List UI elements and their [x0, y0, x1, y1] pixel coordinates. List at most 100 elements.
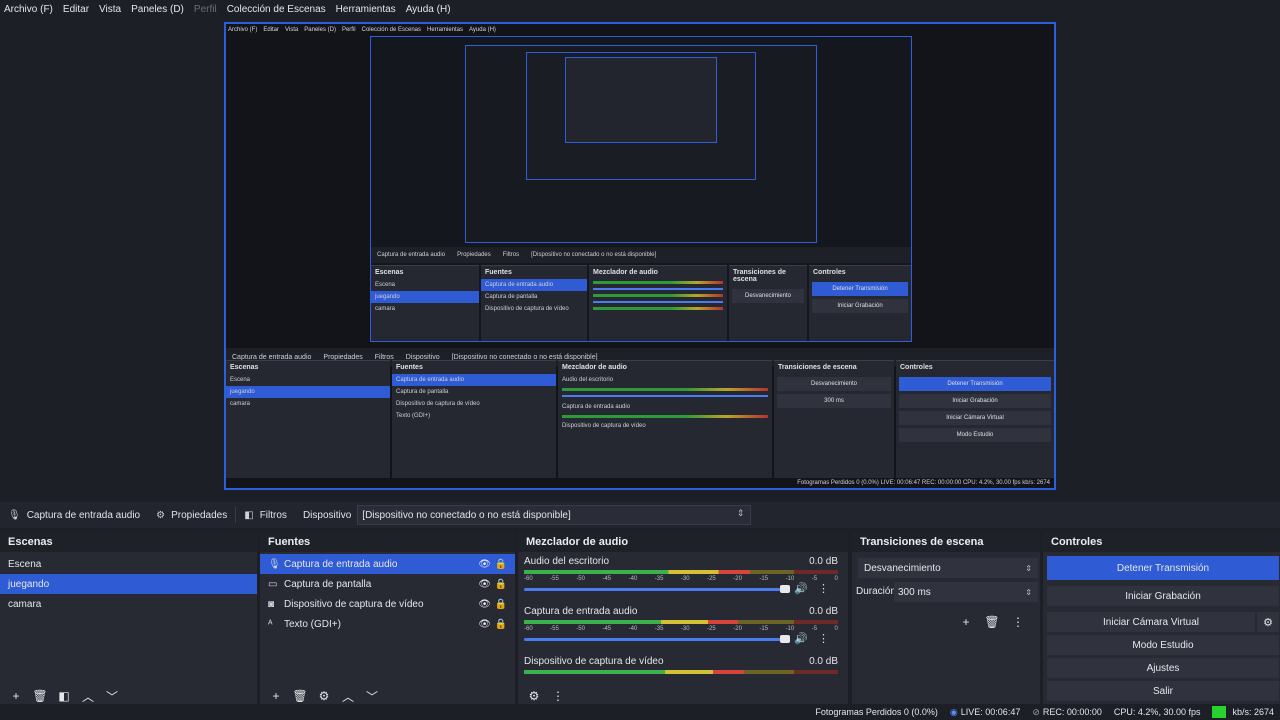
scenes-dock-title: Escenas	[0, 532, 257, 552]
gear-icon[interactable]: ⚙	[1257, 612, 1279, 632]
audio-mixer-title: Mezclador de audio	[518, 532, 848, 552]
scale-tick: -30	[680, 626, 690, 632]
eye-icon[interactable]: 👁	[478, 578, 491, 590]
gear-icon[interactable]: ⚙	[528, 689, 540, 703]
trash-icon[interactable]: 🗑	[292, 689, 308, 703]
eye-icon[interactable]: 👁	[478, 598, 491, 610]
add-icon[interactable]: +	[272, 689, 280, 703]
eye-icon[interactable]: 👁	[478, 618, 491, 630]
duration-value: 300 ms	[898, 586, 931, 598]
preview-mini-meter	[593, 281, 723, 284]
rec-time: REC: 00:00:00	[1042, 707, 1102, 717]
menu-bar: Archivo (F) Editar Vista Paneles (D) Per…	[0, 0, 1280, 18]
more-options-icon[interactable]: ⋮	[818, 583, 829, 595]
audio-mixer-body: Audio del escritorio 0.0 dB -60-55-50-45…	[518, 554, 848, 712]
preview-canvas[interactable]: Archivo (F) Editar Vista Paneles (D) Per…	[224, 22, 1056, 490]
start-virtual-camera-button[interactable]: Iniciar Cámara Virtual	[1047, 612, 1255, 632]
cpu-status: CPU: 4.2%, 30.00 fps	[1113, 707, 1201, 717]
trash-icon[interactable]: 🗑	[32, 689, 48, 703]
scale-tick: -5	[811, 626, 818, 632]
preview-inner-menu-item: Vista	[285, 27, 299, 33]
chevron-up-icon[interactable]: ︿	[81, 689, 94, 704]
preview-mini-filters: Filtros	[502, 252, 520, 258]
exit-button[interactable]: Salir	[1047, 681, 1279, 701]
speaker-icon[interactable]: 🔊	[794, 583, 808, 595]
stop-streaming-button[interactable]: Detener Transmisión	[1047, 556, 1279, 580]
trash-icon[interactable]: 🗑	[984, 615, 1000, 629]
volume-slider-handle[interactable]	[780, 585, 790, 593]
preview-mini-properties: Propiedades	[457, 252, 491, 258]
transition-select[interactable]: Desvanecimiento ⇕	[858, 558, 1038, 578]
scene-item[interactable]: juegando	[0, 574, 257, 594]
speaker-icon[interactable]: 🔊	[794, 633, 808, 645]
filters-button[interactable]: ◧ Filtros	[236, 502, 295, 528]
menu-ayuda[interactable]: Ayuda (H)	[405, 3, 451, 15]
preview-inner-source: Texto (GDI+)	[396, 413, 431, 419]
device-select[interactable]: [Dispositivo no conectado o no está disp…	[357, 505, 752, 525]
settings-button[interactable]: Ajustes	[1047, 658, 1279, 678]
scale-tick: -40	[628, 576, 638, 582]
lock-icon[interactable]: 🔒	[494, 618, 507, 630]
source-item-label: Dispositivo de captura de vídeo	[284, 598, 424, 610]
menu-herramientas[interactable]: Herramientas	[335, 3, 396, 15]
mixer-channel: Audio del escritorio 0.0 dB -60-55-50-45…	[518, 554, 848, 604]
volume-slider-handle[interactable]	[780, 635, 790, 643]
scene-transitions-title: Transiciones de escena	[852, 532, 1040, 552]
start-recording-button[interactable]: Iniciar Grabación	[1047, 586, 1279, 606]
selected-source-name: Captura de entrada audio	[26, 509, 141, 521]
preview-mini-transitions: Transiciones de escena Desvanecimiento	[729, 265, 807, 341]
volume-slider[interactable]	[524, 588, 786, 591]
scene-item[interactable]: camara	[8, 598, 42, 610]
level-meter-fill	[524, 570, 751, 574]
sources-dock: Fuentes 🎙 Captura de entrada audio 👁 🔒 ▭…	[260, 532, 515, 712]
menu-perfil[interactable]: Perfil	[193, 3, 217, 15]
preview-inner-source: Dispositivo de captura de vídeo	[396, 401, 480, 407]
preview-area[interactable]: Archivo (F) Editar Vista Paneles (D) Per…	[0, 18, 1280, 500]
text-icon: ᴬ	[268, 618, 273, 630]
source-item[interactable]: ◙ Dispositivo de captura de vídeo 👁 🔒	[260, 594, 515, 614]
level-meter	[524, 670, 838, 674]
source-item[interactable]: ᴬ Texto (GDI+) 👁 🔒	[260, 614, 515, 634]
preview-nested-canvas-2	[465, 45, 817, 243]
lock-icon[interactable]: 🔒	[494, 558, 507, 570]
preview-inner-menu-item: Herramientas	[427, 27, 464, 33]
scale-tick: -10	[785, 576, 795, 582]
controls-title: Controles	[1043, 532, 1280, 552]
duration-input[interactable]: 300 ms ⇕	[894, 582, 1038, 602]
preview-mini-transition-type: Desvanecimiento	[732, 289, 804, 303]
chevron-down-icon[interactable]: ﹀	[365, 689, 378, 704]
more-options-icon[interactable]: ⋮	[1012, 615, 1024, 629]
lock-icon[interactable]: 🔒	[494, 578, 507, 590]
preview-inner-meter	[562, 415, 768, 418]
menu-archivo[interactable]: Archivo (F)	[4, 3, 53, 15]
properties-button[interactable]: ⚙ Propiedades	[148, 502, 235, 528]
eye-icon[interactable]: 👁	[478, 558, 491, 570]
menu-coleccion-escenas[interactable]: Colección de Escenas	[226, 3, 326, 15]
sources-list: 🎙 Captura de entrada audio 👁 🔒 ▭ Captura…	[260, 554, 515, 712]
more-options-icon[interactable]: ⋮	[552, 689, 564, 703]
menu-paneles[interactable]: Paneles (D)	[131, 3, 184, 15]
gear-icon[interactable]: ⚙	[318, 689, 330, 703]
properties-label: Propiedades	[171, 509, 228, 521]
preview-inner-controls-title: Controles	[900, 364, 933, 371]
add-icon[interactable]: +	[962, 615, 970, 629]
menu-vista[interactable]: Vista	[99, 3, 122, 15]
more-options-icon[interactable]: ⋮	[818, 633, 829, 645]
spinner-icon[interactable]: ⇕	[1025, 587, 1032, 597]
lock-icon[interactable]: 🔒	[494, 598, 507, 610]
add-icon[interactable]: +	[12, 689, 20, 703]
menu-editar[interactable]: Editar	[62, 3, 90, 15]
chevron-up-icon[interactable]: ︿	[341, 689, 354, 704]
source-item[interactable]: 🎙 Captura de entrada audio 👁 🔒	[260, 554, 515, 574]
controls-body: Detener Transmisión Iniciar Grabación In…	[1043, 554, 1280, 712]
chevron-down-icon[interactable]: ﹀	[105, 689, 118, 704]
preview-inner-scene: Escena	[230, 377, 251, 383]
source-item[interactable]: ▭ Captura de pantalla 👁 🔒	[260, 574, 515, 594]
studio-mode-button[interactable]: Modo Estudio	[1047, 635, 1279, 655]
filter-icon[interactable]: ◧	[58, 689, 70, 703]
volume-slider[interactable]	[524, 638, 786, 641]
filter-icon: ◧	[244, 509, 254, 521]
preview-inner-transitions: Transiciones de escena Desvanecimiento 3…	[774, 360, 894, 478]
scenes-dock: Escenas Escena juegando camara + 🗑 ◧ ︿ ﹀	[0, 532, 257, 712]
scene-item[interactable]: Escena	[8, 558, 42, 570]
